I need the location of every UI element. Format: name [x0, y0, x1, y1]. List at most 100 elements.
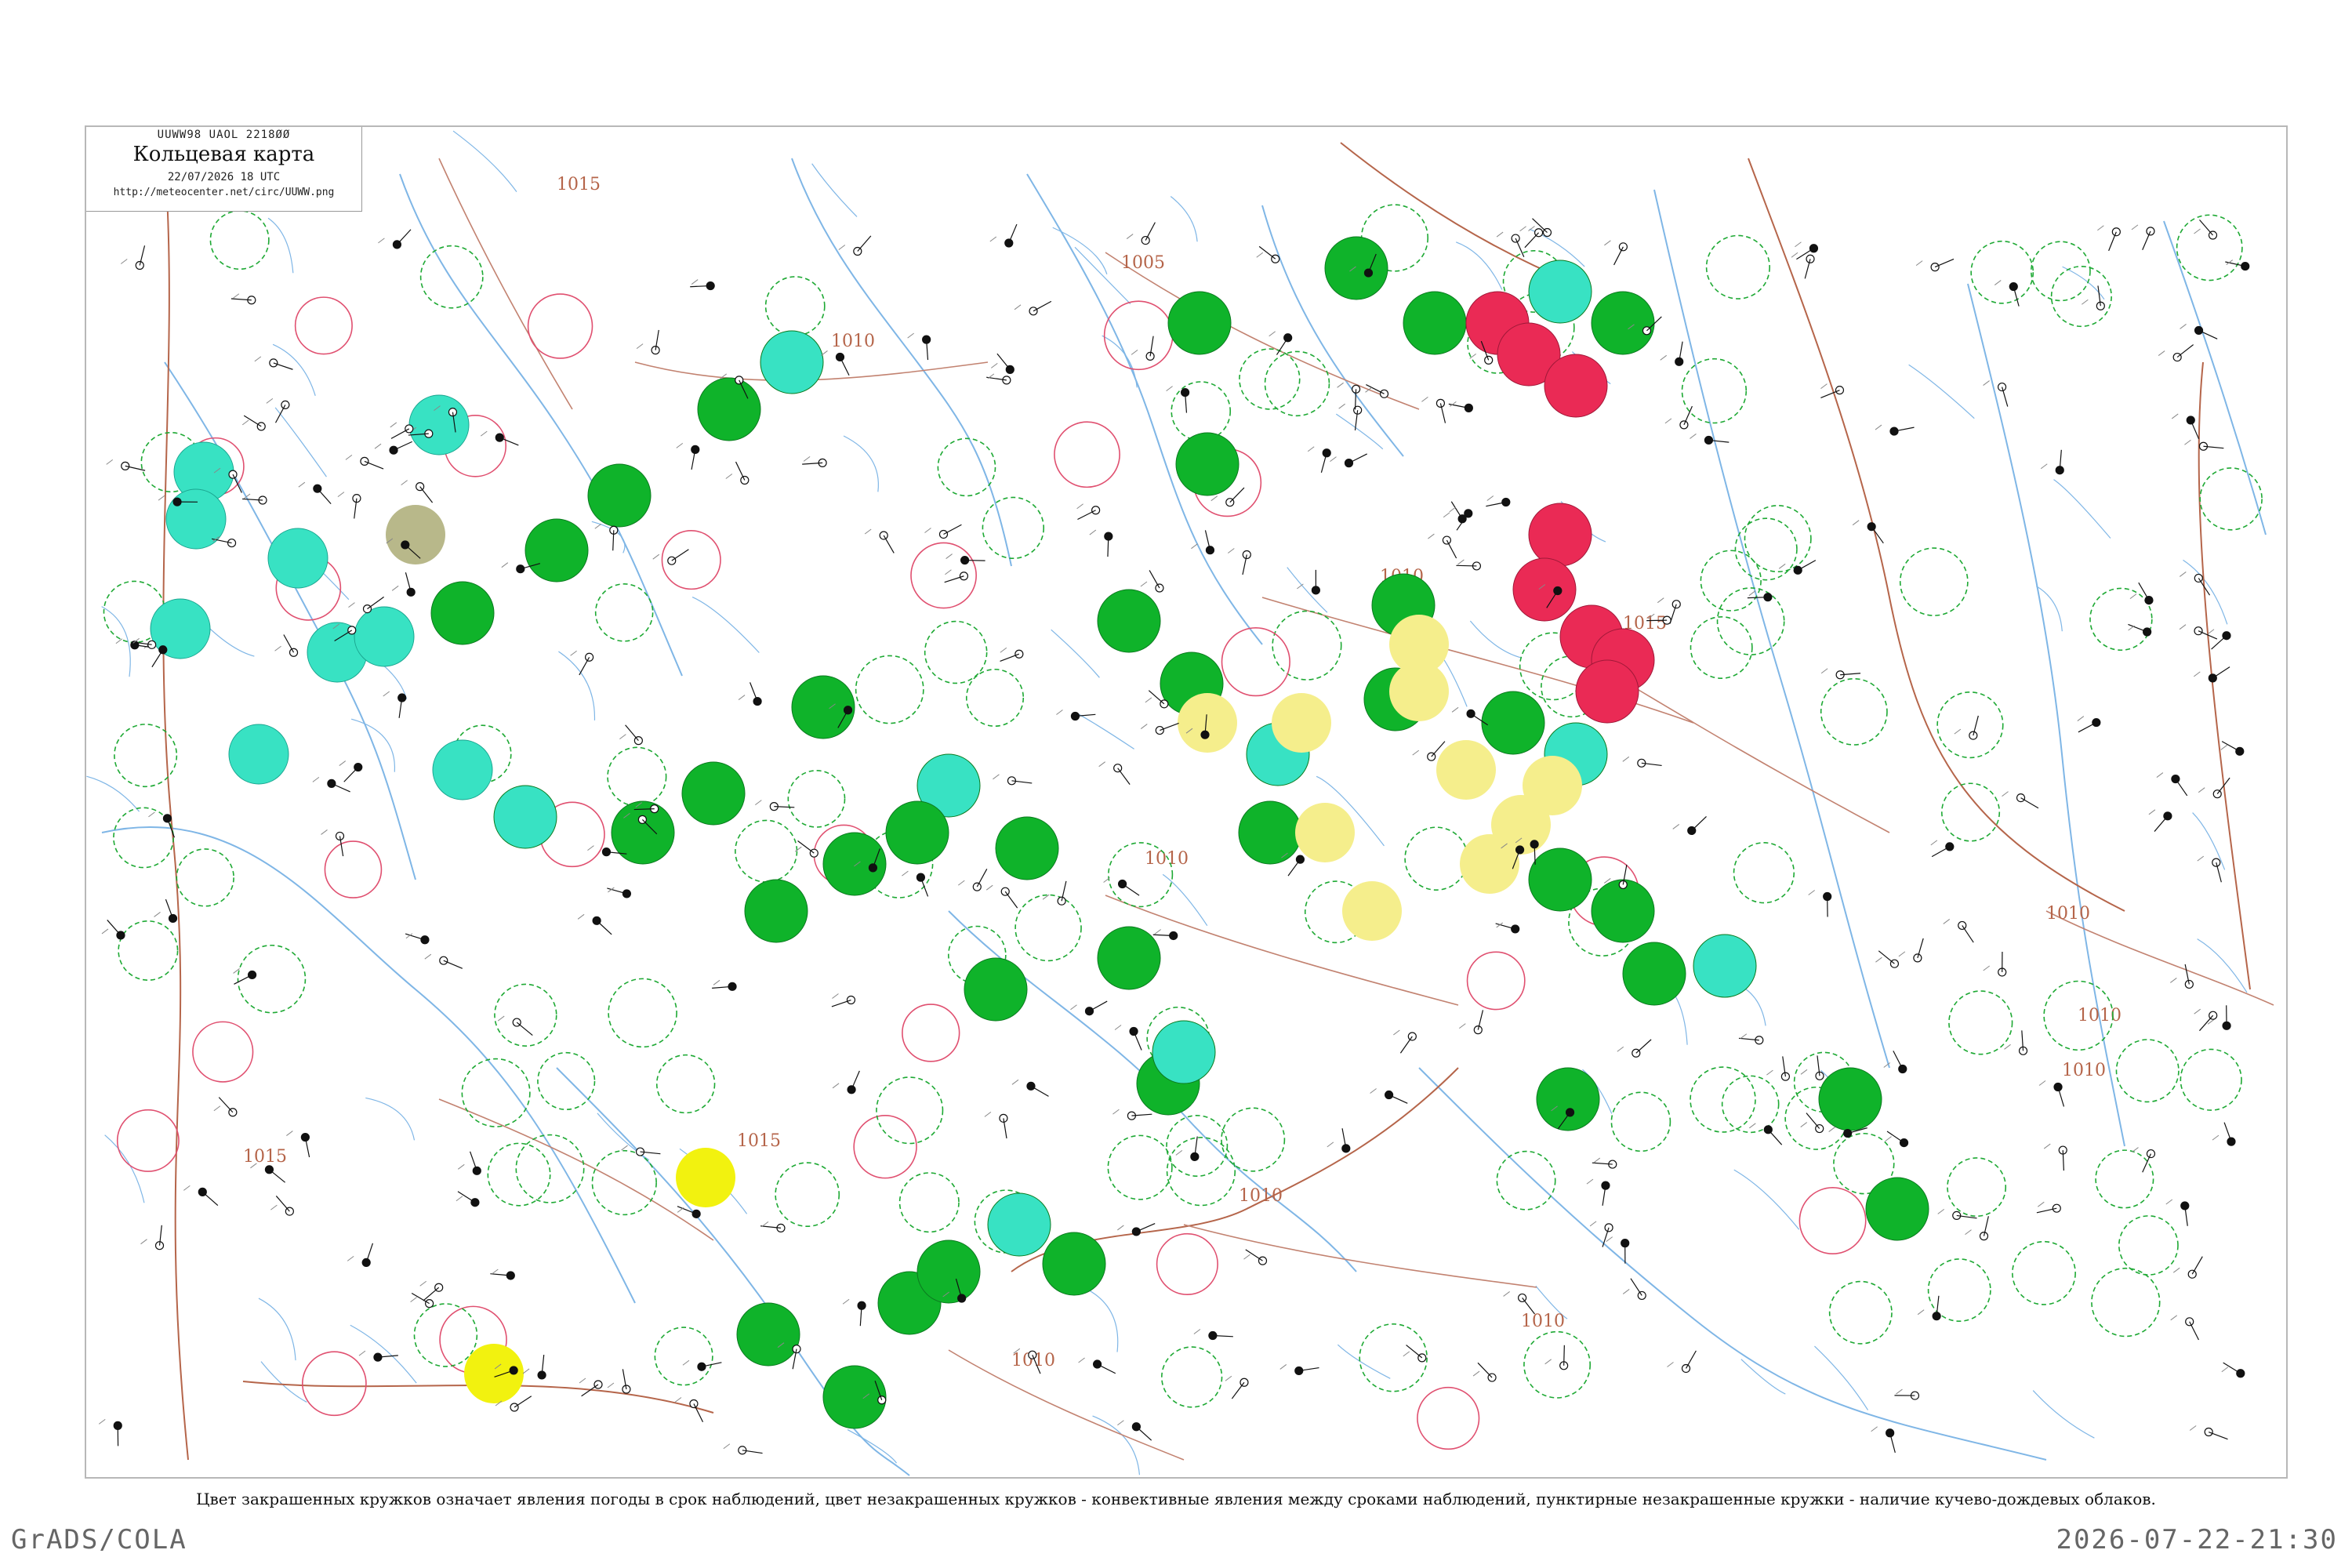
- wind-barb-icon: [1135, 1426, 1152, 1441]
- pressure-tick-icon: [140, 1239, 147, 1245]
- station-plot: [1456, 559, 1482, 571]
- pressure-tick-icon: [2212, 1134, 2220, 1141]
- pressure-tick-icon: [1421, 396, 1428, 402]
- pressure-tick-icon: [1338, 403, 1345, 409]
- stream-37: [272, 343, 316, 396]
- wind-barb-icon: [2199, 1014, 2214, 1032]
- wind-barb-icon: [851, 1070, 860, 1091]
- station-plot: [1042, 880, 1067, 906]
- pressure-tick-icon: [456, 1196, 463, 1202]
- pressure-tick-icon: [1604, 240, 1611, 246]
- station-plot: [1210, 487, 1245, 507]
- station-plot: [2043, 1143, 2067, 1171]
- shower-circle: [267, 528, 328, 589]
- pressure-tick-icon: [2043, 1143, 2051, 1149]
- station-plot: [1875, 950, 1900, 968]
- rain-circle: [1042, 1232, 1106, 1296]
- rain-circle: [1528, 260, 1592, 324]
- pressure-tick-icon: [1297, 583, 1304, 590]
- wind-barb-icon: [1446, 539, 1457, 559]
- wind-barb-icon: [612, 530, 615, 551]
- convective-ring: [527, 293, 593, 359]
- pressure-tick-icon: [2221, 1367, 2229, 1373]
- station-plot: [1117, 1223, 1156, 1236]
- station-plot: [1606, 1236, 1630, 1264]
- pressure-tick-icon: [1820, 383, 1828, 390]
- wind-barb-icon: [1204, 714, 1207, 735]
- wind-barb-icon: [2142, 230, 2151, 250]
- wind-barb-icon: [490, 1273, 511, 1276]
- station-plot: [1089, 529, 1113, 557]
- station-plot: [1586, 1178, 1610, 1206]
- wind-barb-icon: [457, 1191, 476, 1203]
- pressure-tick-icon: [270, 1204, 278, 1210]
- wind-barb-icon: [1145, 222, 1156, 241]
- station-plot: [1131, 336, 1155, 361]
- pressure-tick-icon: [2198, 787, 2205, 793]
- pressure-tick-icon: [254, 356, 262, 362]
- station-plot: [1589, 1221, 1613, 1247]
- pressure-tick-icon: [1766, 1069, 1773, 1076]
- cloud-cover-icon: [2096, 301, 2105, 310]
- pressure-tick-icon: [803, 456, 811, 462]
- fog-circle: [1389, 615, 1449, 674]
- station-plot: [2207, 1005, 2231, 1030]
- cloud-cover-icon: [406, 587, 416, 597]
- rain-circle: [681, 761, 746, 826]
- wind-barb-icon: [1003, 1118, 1007, 1139]
- station-plot: [1114, 1025, 1142, 1051]
- station-plot: [1820, 383, 1845, 399]
- station-plot: [522, 1355, 546, 1380]
- cb-ring: [2199, 467, 2263, 531]
- pressure-tick-icon: [1593, 1157, 1601, 1163]
- station-plot: [1458, 1010, 1484, 1035]
- pressure-tick-icon: [148, 811, 155, 818]
- cb-ring: [1496, 1150, 1556, 1210]
- wind-barb-icon: [230, 298, 252, 301]
- rain-circle: [822, 832, 887, 896]
- pressure-tick-icon: [332, 623, 340, 630]
- pressure-tick-icon: [434, 405, 441, 412]
- wind-barb-icon: [802, 462, 823, 465]
- pressure-tick-icon: [2226, 260, 2234, 265]
- thunderstorm-circle: [1512, 557, 1577, 622]
- station-plot: [1604, 240, 1628, 266]
- map-url[interactable]: http://meteocenter.net/circ/UUWW.png: [113, 187, 335, 198]
- cb-ring: [461, 1058, 531, 1127]
- station-plot: [738, 682, 762, 706]
- wind-barb-icon: [1522, 1298, 1535, 1315]
- station-plot: [1503, 1291, 1535, 1315]
- pressure-tick-icon: [577, 913, 585, 920]
- pressure-tick-icon: [1449, 506, 1457, 513]
- wind-barb-icon: [2154, 815, 2169, 832]
- isobar-5: [1105, 895, 1459, 1006]
- convective-ring: [661, 530, 721, 590]
- wind-barb-icon: [2142, 1153, 2152, 1173]
- station-plot: [2131, 224, 2155, 250]
- pressure-tick-icon: [1370, 1088, 1377, 1094]
- wind-barb-icon: [1532, 218, 1548, 233]
- rain-circle: [1097, 926, 1161, 990]
- station-plot: [183, 1185, 219, 1206]
- station-plot: [607, 1369, 631, 1394]
- cb-ring: [1936, 691, 2004, 759]
- pressure-tick-icon: [608, 887, 615, 893]
- pressure-tick-icon: [212, 536, 220, 542]
- station-plot: [690, 279, 715, 291]
- wind-barb-icon: [920, 877, 929, 897]
- wind-barb-icon: [677, 1206, 697, 1214]
- pressure-tick-icon: [579, 1377, 586, 1384]
- weather-circles-layer: [150, 236, 1929, 1429]
- cb-ring: [419, 245, 484, 309]
- station-plot: [838, 235, 872, 256]
- wind-barb-icon: [520, 563, 541, 570]
- pressure-tick-icon: [1243, 1254, 1250, 1260]
- wind-barb-icon: [1747, 597, 1768, 599]
- station-plot: [1443, 501, 1467, 524]
- pressure-tick-icon: [1820, 668, 1828, 674]
- wind-barb-icon: [354, 498, 358, 519]
- pressure-tick-icon: [348, 602, 355, 608]
- rain-circle: [697, 377, 761, 441]
- pressure-tick-icon: [1070, 1004, 1077, 1011]
- convective-ring: [902, 1004, 960, 1062]
